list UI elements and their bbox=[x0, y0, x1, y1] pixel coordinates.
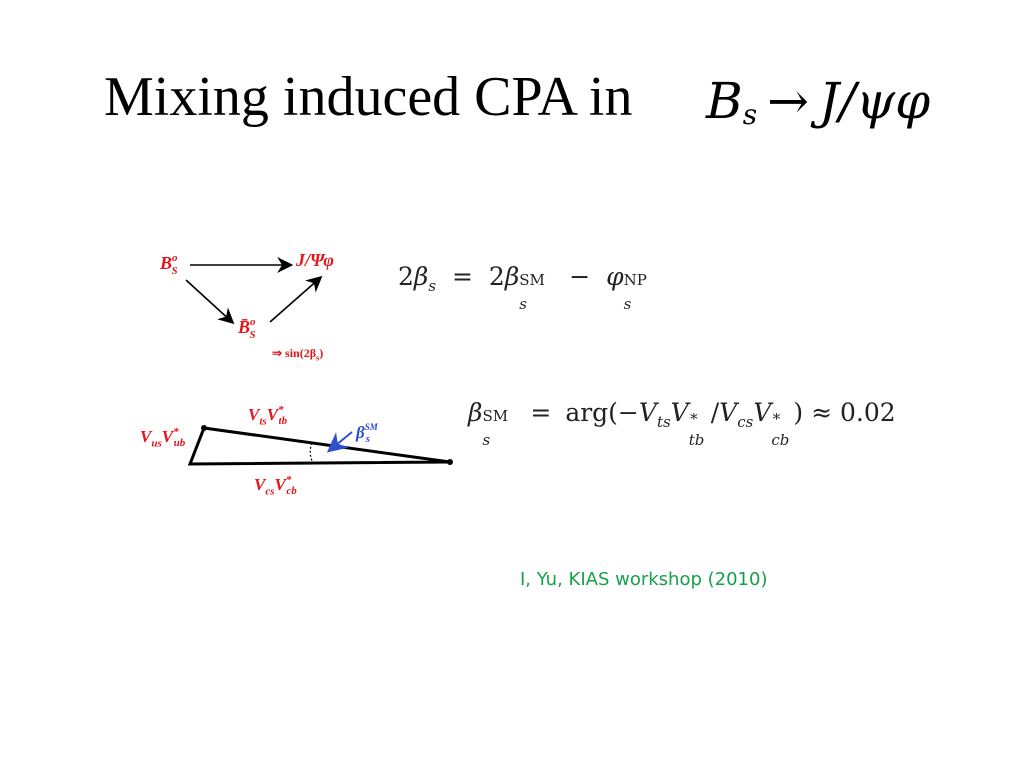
slide-title: Mixing induced CPA in bbox=[104, 66, 633, 128]
label-jpsi-phi: J/Ψφ bbox=[296, 250, 334, 270]
label-vts-vtb: VtsV*tb bbox=[248, 404, 288, 428]
triangle-vertex-right bbox=[447, 459, 453, 465]
mixing-arrow-down bbox=[185, 279, 235, 325]
angle-arrow bbox=[326, 431, 353, 453]
title-formula-b: B bbox=[706, 72, 743, 130]
label-beta-sm: βSMs bbox=[356, 422, 378, 446]
title-formula-arrow: → bbox=[767, 72, 810, 130]
unitarity-triangle bbox=[187, 425, 453, 466]
citation: I, Yu, KIAS workshop (2010) bbox=[520, 569, 768, 590]
angle-arc bbox=[309, 442, 314, 464]
triangle-shape bbox=[187, 426, 451, 466]
title-formula-final: J/ψφ bbox=[819, 72, 931, 130]
mixing-diagram bbox=[185, 257, 323, 325]
label-sin-2beta: ⇒ sin(2βs) bbox=[272, 346, 324, 363]
mixing-arrow-up bbox=[269, 275, 323, 323]
triangle-vertex-top bbox=[201, 425, 207, 431]
label-vus-vub: VusV*ub bbox=[140, 426, 186, 450]
label-bsbar: B̄oS bbox=[238, 316, 256, 341]
label-vcs-vcb: VcsV*cb bbox=[254, 474, 297, 498]
title-formula: Bs →J/ψφ bbox=[706, 66, 930, 150]
label-bs0: BoS bbox=[160, 252, 178, 277]
title-formula-b-sub: s bbox=[742, 98, 758, 131]
